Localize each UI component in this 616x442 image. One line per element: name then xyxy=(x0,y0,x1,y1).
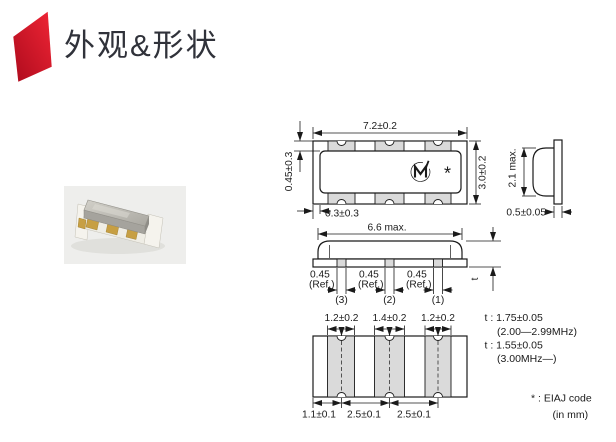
component-photo xyxy=(64,186,186,264)
thickness-note-2: t : 1.55±0.05 xyxy=(485,340,543,352)
unit-note: (in mm) xyxy=(553,409,589,421)
side-view: 2.1 max. 0.5±0.05 xyxy=(506,139,572,219)
cap-front-outline xyxy=(317,240,463,260)
page-title: 外观&形状 xyxy=(64,28,219,63)
band-width-label: 1.2±0.2 xyxy=(421,313,455,324)
thickness-note-1: t : 1.75±0.05 xyxy=(485,312,543,324)
notch xyxy=(433,140,443,146)
notch xyxy=(433,335,443,341)
gold-terminal xyxy=(77,217,87,230)
pitch-label: 1.1±0.1 xyxy=(302,410,336,421)
top-view: * 7.2±0.2 3.0±0.2 0.45±0.3 0.3±0.3 xyxy=(284,121,489,220)
dim-height-label: 3.0±0.2 xyxy=(478,155,489,189)
thickness-note-1-range: (2.00—2.99MHz) xyxy=(497,326,577,338)
terminal-tab xyxy=(433,258,443,268)
tab-dim-ref: (Ref.) xyxy=(406,280,431,291)
front-view: 6.6 max. 0.45 (Ref.) xyxy=(309,223,501,306)
notch xyxy=(336,140,347,146)
tab-dim-value: 0.45 xyxy=(359,270,379,281)
notch xyxy=(433,199,443,205)
terminal-tab xyxy=(336,258,347,268)
tab-number: (3) xyxy=(335,295,347,306)
notch xyxy=(336,335,347,341)
terminal-tab xyxy=(384,258,395,268)
notes: t : 1.75±0.05 (2.00—2.99MHz) t : 1.55±0.… xyxy=(485,312,592,421)
pitch-label: 2.5±0.1 xyxy=(347,410,381,421)
bottom-view: 1.2±0.2 1.4±0.2 1.2±0.2 1.1±0.1 2.5±0.1 … xyxy=(302,313,468,421)
tab-dim-value: 0.45 xyxy=(407,270,427,281)
dim-thickness-label: t xyxy=(470,277,481,280)
views: * 7.2±0.2 3.0±0.2 0.45±0.3 0.3±0.3 xyxy=(284,121,592,421)
tab-dim-value: 0.45 xyxy=(310,270,330,281)
electrode-band xyxy=(327,335,355,398)
thickness-note-2-range: (3.00MHz—) xyxy=(497,353,557,365)
dim-cap-height-label: 2.1 max. xyxy=(508,148,519,187)
murata-red-mark-icon xyxy=(13,11,52,82)
murata-logo xyxy=(410,160,431,182)
pitch-label: 2.5±0.1 xyxy=(397,410,431,421)
cap-profile xyxy=(532,147,554,197)
tab-dim-ref: (Ref.) xyxy=(358,280,383,291)
dim-substrate-label: 0.5±0.05 xyxy=(506,208,546,219)
eiaj-asterisk: * xyxy=(444,164,451,184)
notch xyxy=(384,199,395,205)
notch xyxy=(433,392,443,398)
cap-highlight xyxy=(92,204,130,218)
notch xyxy=(336,199,347,205)
band-width-label: 1.2±0.2 xyxy=(325,313,359,324)
notch xyxy=(384,392,395,398)
dim-pad-edge-label: 0.45±0.3 xyxy=(284,151,295,191)
notch xyxy=(336,392,347,398)
dim-cap-length-label: 6.6 max. xyxy=(367,223,406,234)
notch xyxy=(384,140,395,146)
substrate-edge xyxy=(553,139,563,205)
tab-number: (2) xyxy=(383,295,395,306)
dim-width-label: 7.2±0.2 xyxy=(363,121,397,132)
notch xyxy=(384,335,395,341)
cap-outline-top-view xyxy=(319,150,462,194)
dim-cap-offset-label: 0.3±0.3 xyxy=(325,209,359,220)
tab-dim-ref: (Ref.) xyxy=(309,280,334,291)
cap-end-face xyxy=(145,216,149,234)
band-width-label: 1.4±0.2 xyxy=(373,313,407,324)
eiaj-note: * : EIAJ code xyxy=(531,393,592,405)
tab-number: (1) xyxy=(432,295,444,306)
